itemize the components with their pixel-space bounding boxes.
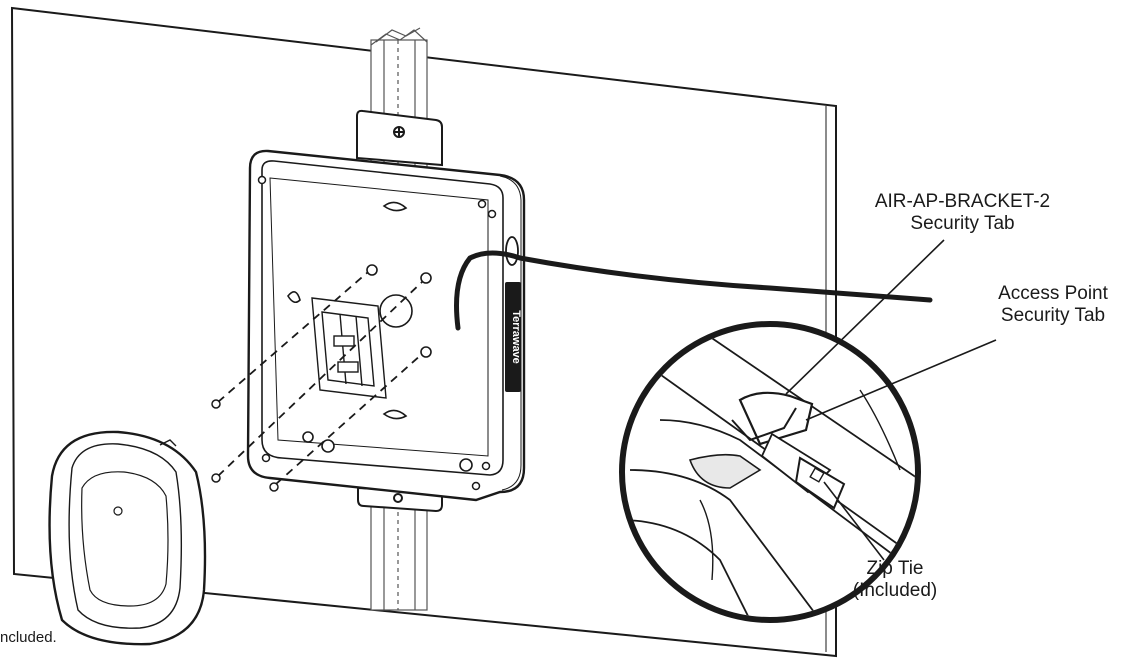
ap-security-tab-line2: Security Tab xyxy=(1000,305,1106,326)
ap-security-tab-line1: Access Point xyxy=(998,283,1108,304)
zip-tie-line1: Zip Tie xyxy=(866,558,924,579)
brand-text: Terrawave xyxy=(510,310,522,364)
security-cable xyxy=(454,250,933,331)
ap-security-tab-label: Access Point Security Tab xyxy=(978,283,1123,327)
bracket-security-tab-line2: Security Tab xyxy=(910,213,1015,234)
zip-tie-line2: (Included) xyxy=(852,580,938,601)
leader-lines xyxy=(785,239,997,561)
enclosure-screws xyxy=(257,175,497,491)
top-mount-tab xyxy=(356,109,443,167)
footnote-text: ncluded. xyxy=(0,629,57,646)
ap-mounting-plate xyxy=(311,297,387,399)
detail-magnifier xyxy=(619,321,921,623)
alignment-lines xyxy=(217,271,423,485)
alignment-screws xyxy=(211,399,279,492)
enclosure-brand: Terrawave xyxy=(505,282,522,392)
access-point xyxy=(48,430,207,646)
bracket-security-tab-line1: AIR-AP-BRACKET-2 xyxy=(874,191,1051,212)
cable-port xyxy=(505,236,519,266)
zip-tie-label: Zip Tie (Included) xyxy=(835,558,955,602)
bracket-security-tab-label: AIR-AP-BRACKET-2 Security Tab xyxy=(860,191,1065,235)
enclosure-knobs xyxy=(287,201,473,472)
